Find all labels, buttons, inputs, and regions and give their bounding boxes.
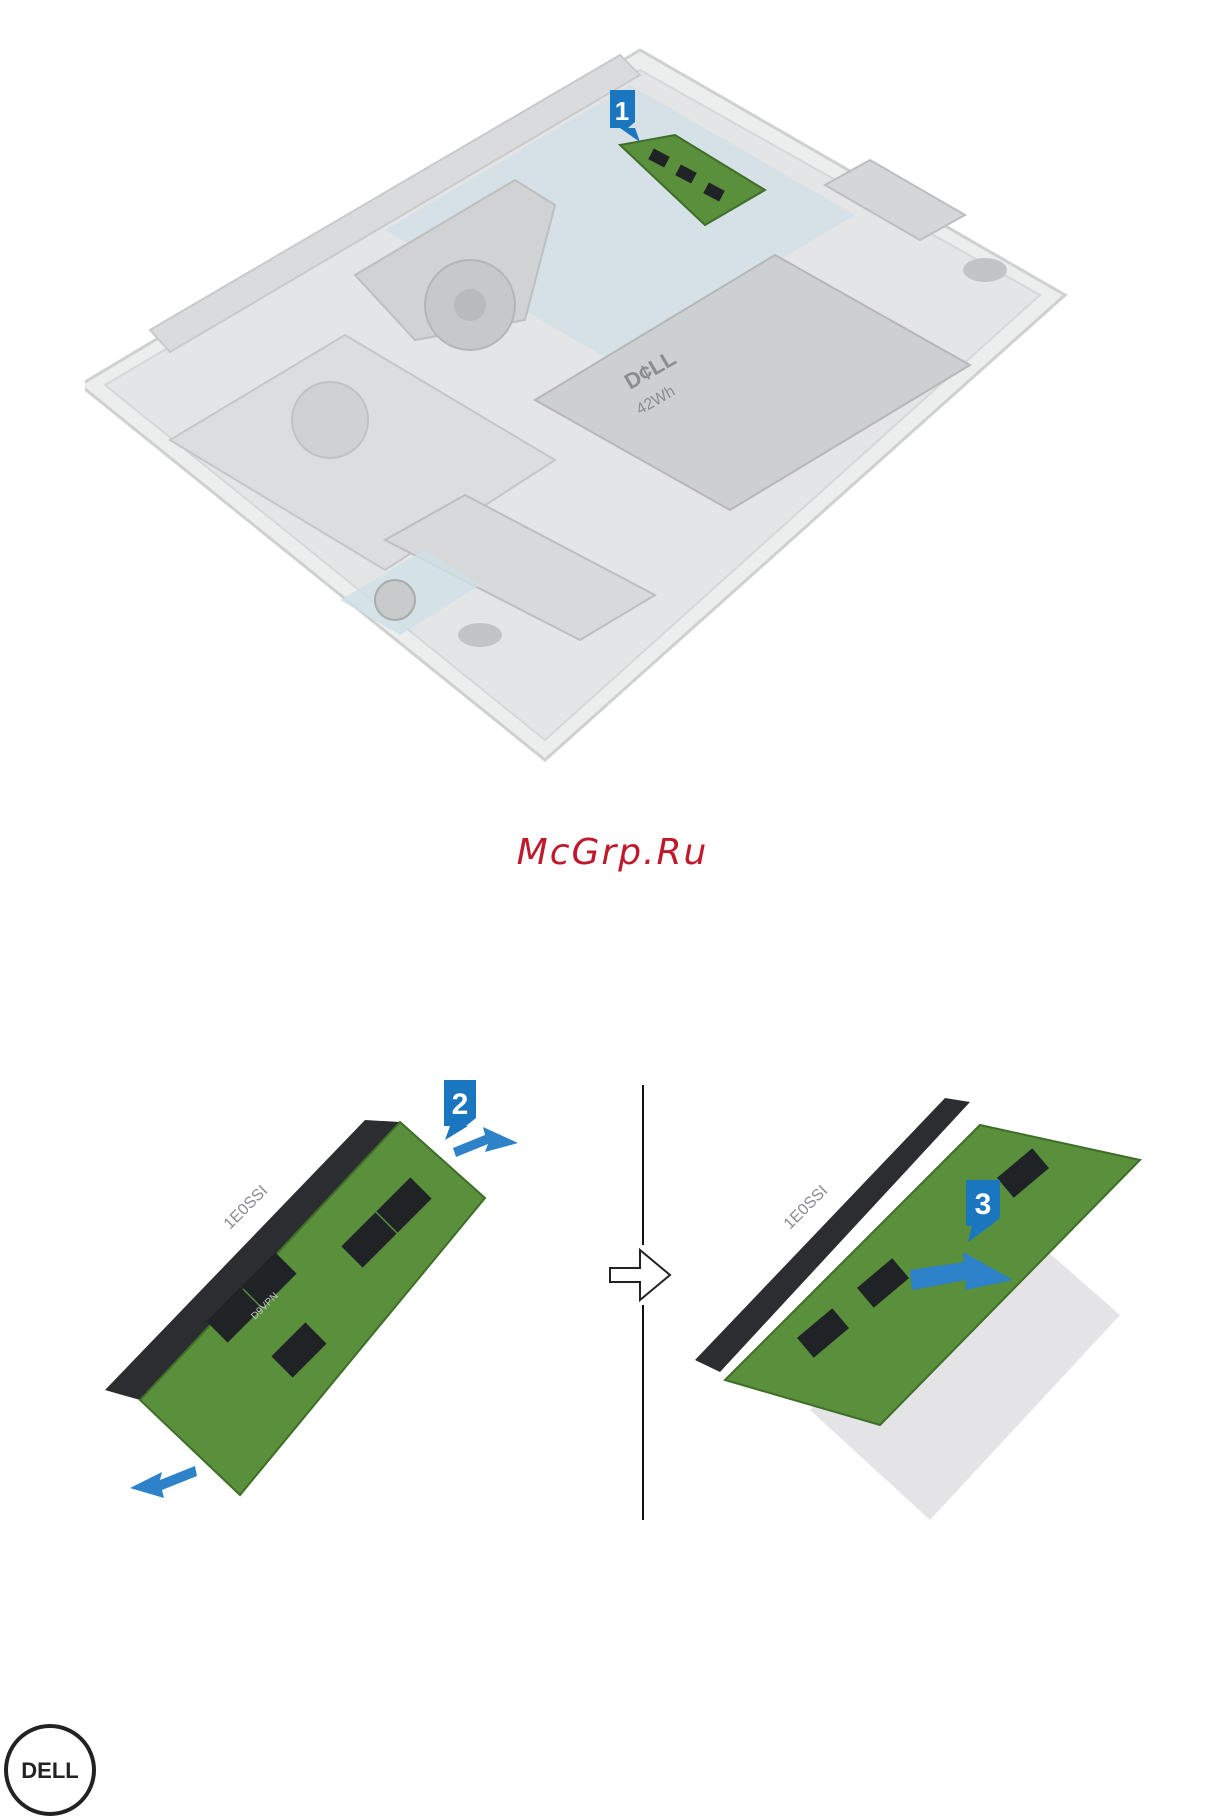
memory-removal-illustration: 1E0SSI D9VPN 2 1E0SSI 3 — [100, 1080, 1180, 1520]
arrow-clip-right — [453, 1127, 518, 1157]
watermark-text: McGrp.Ru — [0, 832, 1225, 873]
callout-2: 2 — [444, 1080, 476, 1140]
speaker-right — [963, 258, 1007, 282]
right-panel: 1E0SSI 3 — [695, 1098, 1140, 1520]
laptop-base-illustration: D¢LL 42Wh 1 — [85, 40, 1205, 830]
arrow-clip-left — [130, 1466, 197, 1498]
speaker-left — [458, 623, 502, 647]
callout-1-label: 1 — [615, 96, 629, 126]
callout-3-label: 3 — [975, 1188, 992, 1221]
left-panel: 1E0SSI D9VPN 2 — [105, 1080, 518, 1498]
dell-logo-text: DELL — [21, 1758, 78, 1783]
next-step-arrow-icon — [610, 1250, 670, 1300]
callout-2-label: 2 — [452, 1088, 469, 1121]
dell-logo-icon: DELL — [2, 1722, 98, 1818]
coin-cell-battery — [375, 580, 415, 620]
